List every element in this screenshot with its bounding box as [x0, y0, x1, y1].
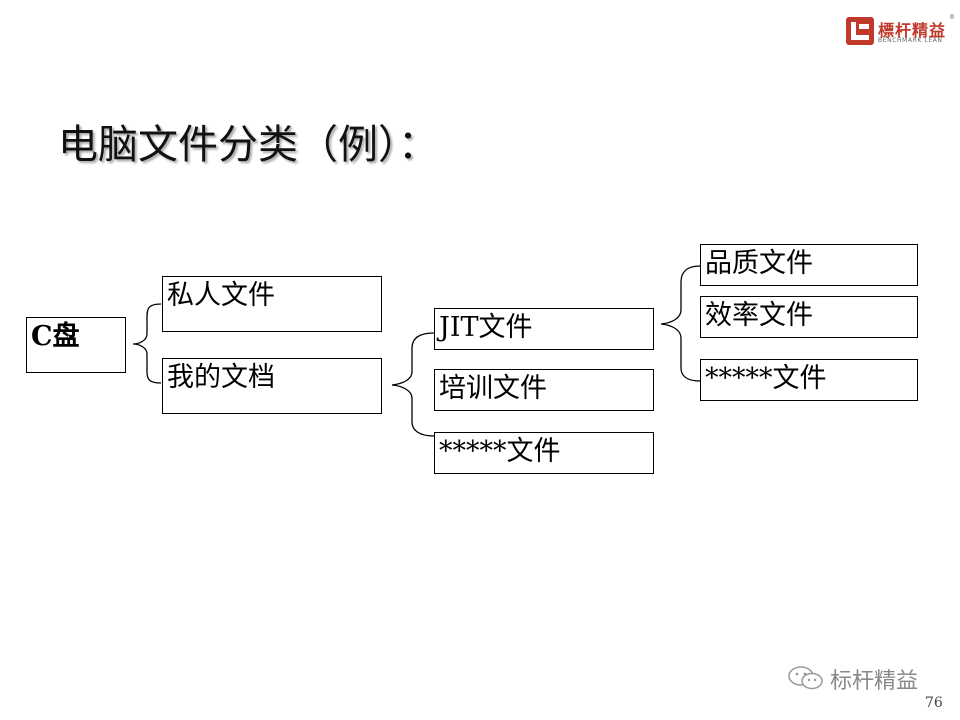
- logo-reg-mark: ®: [949, 14, 955, 21]
- node-other-files-l3: *****文件: [700, 359, 918, 401]
- node-jit-files: JIT文件: [434, 308, 654, 350]
- brand-logo: 標杆精益 BENCHMARK LEAN ®: [845, 14, 955, 48]
- node-efficiency-files: 效率文件: [700, 296, 918, 338]
- logo-name-en: BENCHMARK LEAN: [878, 37, 943, 44]
- page-number: 76: [925, 695, 943, 711]
- node-my-documents: 我的文档: [162, 358, 382, 414]
- node-private-files: 私人文件: [162, 276, 382, 332]
- watermark-text: 标杆精益: [830, 669, 919, 694]
- bracket-jit: [660, 265, 701, 382]
- wechat-icon: [788, 666, 823, 690]
- logo-name-cn: 標杆精益: [878, 21, 947, 40]
- logo-mark-icon: [846, 17, 874, 45]
- bracket-my-docs: [391, 332, 435, 437]
- node-training-files: 培训文件: [434, 369, 654, 411]
- node-other-files-l2: *****文件: [434, 432, 654, 474]
- page-title: 电脑文件分类（例）：: [58, 122, 438, 168]
- node-root: C盘: [26, 317, 126, 373]
- bracket-root: [132, 303, 162, 384]
- watermark: 标杆精益: [786, 663, 936, 694]
- node-quality-files: 品质文件: [700, 244, 918, 286]
